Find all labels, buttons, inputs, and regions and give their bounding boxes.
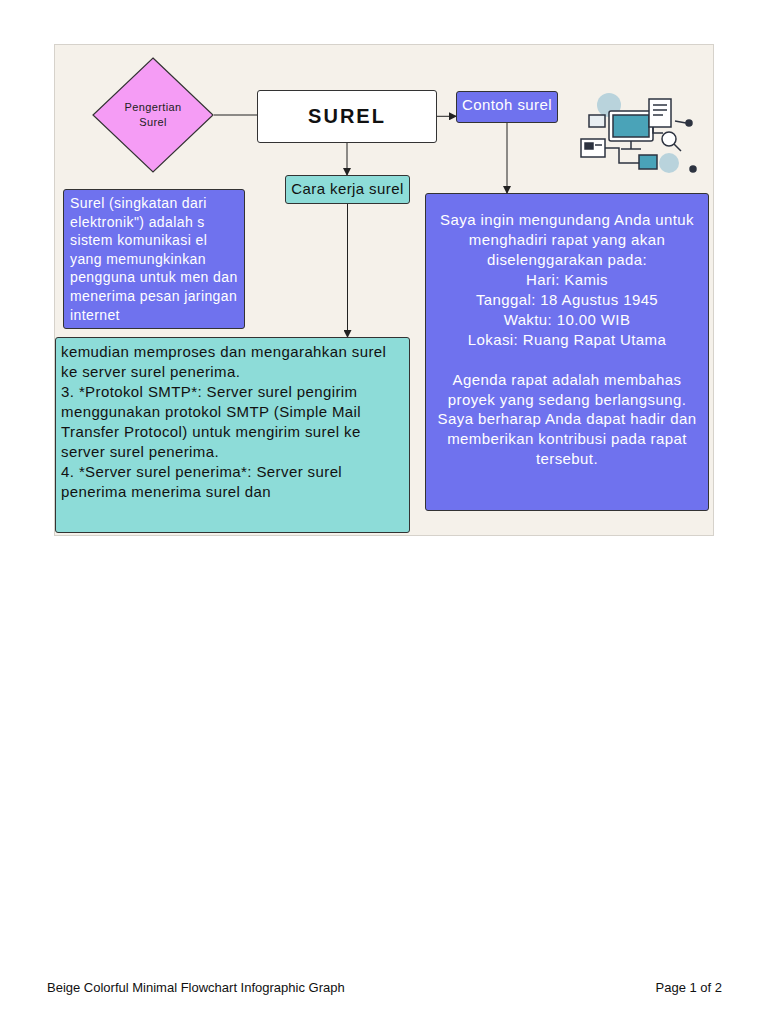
process-box: kemudian memproses dan mengarahkan surel… [55, 337, 410, 533]
node-text: Agenda rapat adalah membahas proyek yang… [432, 370, 702, 470]
footer-label: Page 1 of 2 [656, 980, 723, 995]
node-text: Saya ingin mengundang Anda untuk menghad… [432, 210, 702, 270]
node-text: kemudian memproses dan mengarahkan surel… [61, 342, 404, 382]
node-text: Hari: Kamis [432, 270, 702, 290]
example-box: Saya ingin mengundang Anda untuk menghad… [425, 193, 709, 511]
node-text: Tanggal: 18 Agustus 1945 [432, 290, 702, 310]
footer-label: Beige Colorful Minimal Flowchart Infogra… [47, 980, 345, 995]
process-box: Contoh surel [456, 91, 558, 123]
node-text: 3. *Protokol SMTP*: Server surel pengiri… [61, 382, 404, 462]
background-panel: Pengertian Surel SUREL Contoh surelCara ke… [54, 44, 714, 536]
node-text: 4. *Server surel penerima*: Server surel… [61, 462, 404, 502]
node-text: Pengertian Surel [122, 100, 184, 129]
diamond-outline [92, 57, 214, 173]
title-box: SUREL [257, 90, 437, 143]
node-text: Surel (singkatan dari elektronik") adala… [70, 194, 238, 324]
connector-arrow [437, 116, 456, 117]
connector-arrow [347, 143, 348, 175]
node-text: Waktu: 10.00 WIB [432, 310, 702, 330]
node-text: SUREL [266, 103, 428, 130]
process-box: Cara kerja surel [285, 175, 410, 204]
node-text: Contoh surel [461, 95, 553, 115]
node-text: Cara kerja surel [290, 179, 405, 199]
connector-arrow [347, 204, 348, 337]
node-text: Lokasi: Ruang Rapat Utama [432, 330, 702, 350]
definition-box: Surel (singkatan dari elektronik") adala… [63, 189, 245, 329]
connector-arrow [214, 115, 257, 116]
decision-diamond: Pengertian Surel [92, 57, 214, 173]
connector-arrow [507, 123, 508, 193]
